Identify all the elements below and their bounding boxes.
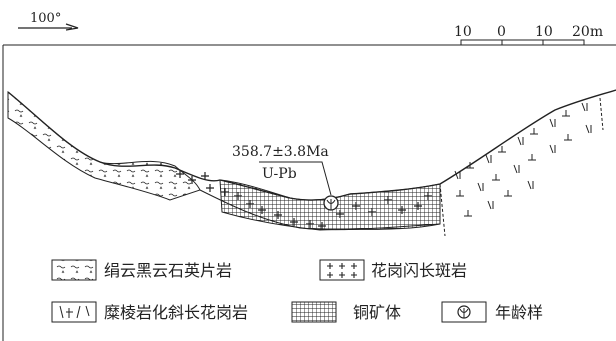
legend-swatch-sericite xyxy=(51,259,97,281)
granodiorite-cross-symbol xyxy=(246,200,254,208)
age-sample-icon xyxy=(457,305,471,319)
mylonite-symbol xyxy=(454,170,461,180)
mylonite-symbol xyxy=(517,136,524,146)
granodiorite-cross-symbol xyxy=(368,208,376,216)
scale-tick-10-left: 10 xyxy=(454,24,472,40)
ground-surface xyxy=(7,89,616,201)
granodiorite-cross-symbol xyxy=(384,196,392,204)
mylonite-symbol xyxy=(562,110,570,117)
legend-label-age-sample: 年龄样 xyxy=(495,303,543,322)
mylonitized-plagiogranite-pattern-icon xyxy=(59,305,90,319)
mylonite-symbol xyxy=(492,174,500,181)
legend-label-granodiorite-porphyry: 花岗闪长斑岩 xyxy=(371,261,467,280)
granodiorite-cross-symbol xyxy=(318,222,326,230)
granodiorite-cross-symbol xyxy=(336,210,344,218)
granodiorite-cross-symbol xyxy=(414,202,422,210)
mylonite-symbol xyxy=(498,146,506,153)
mylonite-symbol xyxy=(466,162,474,169)
mylonite-symbol xyxy=(530,128,538,135)
mylonite-symbol xyxy=(477,182,484,192)
mylonite-symbol xyxy=(504,190,512,197)
granodiorite-cross-symbol xyxy=(290,218,298,226)
scale-tick-10-right: 10 xyxy=(535,24,553,40)
cross-section xyxy=(7,89,616,237)
ore-lower-contact xyxy=(199,189,441,231)
sample-method-label: U-Pb xyxy=(262,166,297,182)
sample-leader-line xyxy=(259,161,332,196)
scale-tick-20m: 20m xyxy=(572,24,603,40)
age-sample-marker: 358.7±3.8Ma U-Pb xyxy=(232,144,339,211)
granodiorite-cross-symbol xyxy=(234,192,242,200)
mylonite-symbol xyxy=(528,154,536,161)
legend: 绢云黑云石英片岩 花岗闪长斑岩 糜棱岩化斜长花岗岩 铜矿体 年龄样 xyxy=(51,259,543,323)
schist-unit xyxy=(7,90,201,201)
orientation-label: 100° xyxy=(30,11,61,26)
granodiorite-porphyry-symbols xyxy=(176,170,432,230)
scale-bar: 10 0 10 20m xyxy=(454,24,603,45)
legend-swatch-copper-orebody xyxy=(291,301,337,323)
mylonite-symbol xyxy=(564,134,572,141)
legend-label-mylonite: 糜棱岩化斜长花岗岩 xyxy=(104,303,248,322)
scale-tick-0: 0 xyxy=(497,24,506,40)
orientation-arrow xyxy=(18,23,79,31)
mylonite-symbol xyxy=(487,200,494,210)
granodiorite-cross-symbol xyxy=(424,192,432,200)
mylonite-symbol xyxy=(549,144,556,154)
granodiorite-cross-symbol xyxy=(188,176,196,184)
legend-label-copper-orebody: 铜矿体 xyxy=(353,303,401,322)
legend-label-sericite: 绢云黑云石英片岩 xyxy=(104,261,232,280)
mylonite-symbol xyxy=(464,210,472,217)
mylonite-symbol xyxy=(527,180,534,190)
mylonite-symbol xyxy=(581,102,588,112)
granodiorite-cross-symbol xyxy=(201,172,209,180)
granodiorite-cross-symbol xyxy=(306,220,314,228)
mylonite-symbols xyxy=(454,102,592,217)
mylonite-symbol xyxy=(513,164,520,174)
mylonite-symbol xyxy=(485,154,492,164)
mylonite-contact xyxy=(439,97,604,237)
mylonite-symbol xyxy=(456,190,464,197)
granodiorite-cross-symbol xyxy=(176,170,184,178)
mylonite-symbol xyxy=(585,124,592,134)
mylonite-symbol xyxy=(549,118,556,128)
granodiorite-cross-symbol xyxy=(258,206,266,214)
granodiorite-porphyry-pattern-icon xyxy=(327,263,357,278)
granodiorite-cross-symbol xyxy=(221,188,229,196)
legend-swatch-mylonite xyxy=(51,301,97,323)
granodiorite-cross-symbol xyxy=(274,211,282,219)
granodiorite-cross-symbol xyxy=(352,202,360,210)
granodiorite-cross-symbol xyxy=(206,184,214,192)
sample-age-label: 358.7±3.8Ma xyxy=(232,144,329,160)
granodiorite-cross-symbol xyxy=(398,206,406,214)
